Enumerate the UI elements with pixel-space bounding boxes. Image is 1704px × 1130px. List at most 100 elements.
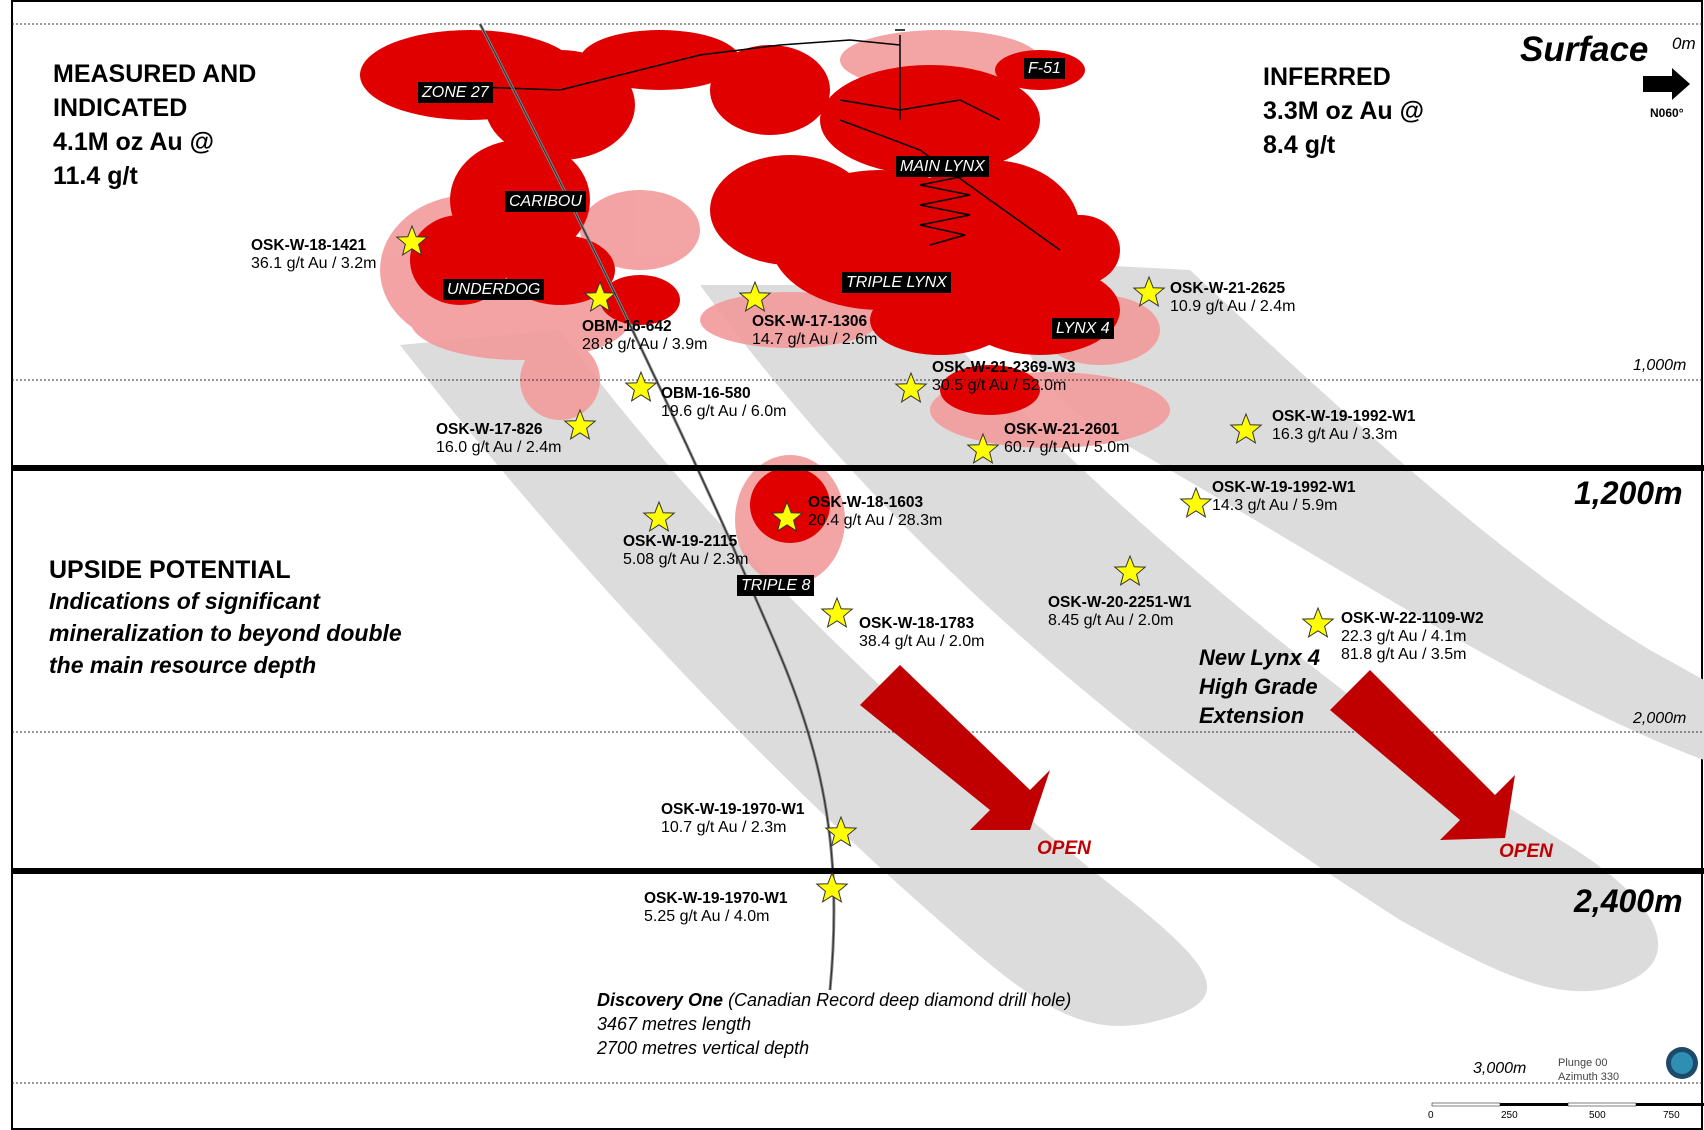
- hole-grade: 14.3 g/t Au / 5.9m: [1212, 497, 1338, 514]
- inferred-line: 8.4 g/t: [1263, 131, 1336, 159]
- discovery-depth: 2700 metres vertical depth: [597, 1038, 810, 1058]
- star-osk-w-19-1970-w1-a: [824, 815, 858, 848]
- zone-label: TRIPLE 8: [737, 575, 815, 596]
- star-osk-w-17-1306: [738, 280, 772, 313]
- hole-id: OSK-W-17-826: [436, 421, 543, 438]
- zone-label: LYNX 4: [1052, 318, 1114, 339]
- hole-id: OSK-W-20-2251-W1: [1048, 594, 1192, 611]
- star-osk-w-19-1992-w1-a: [1229, 412, 1263, 445]
- azimuth-label: Azimuth 330: [1558, 1071, 1620, 1083]
- open-label-west: OPEN: [1037, 838, 1091, 859]
- intercept-label: OSK-W-22-1109-W2 22.3 g/t Au / 4.1m 81.8…: [1341, 610, 1484, 664]
- hole-grade: 36.1 g/t Au / 3.2m: [251, 255, 377, 272]
- star-osk-w-18-1603: [770, 500, 804, 533]
- star-osk-w-21-2601: [966, 432, 1000, 465]
- scale-tick: 500: [1589, 1110, 1606, 1121]
- star-osk-w-21-2369-w3: [894, 371, 928, 404]
- hole-grade: 28.8 g/t Au / 3.9m: [582, 336, 708, 353]
- hole-grade: 14.7 g/t Au / 2.6m: [752, 331, 878, 348]
- hole-grade: 16.0 g/t Au / 2.4m: [436, 439, 562, 456]
- plunge-envelope-east: [700, 285, 1659, 992]
- zone-label: TRIPLE LYNX: [842, 272, 951, 293]
- mi-line: MEASURED AND: [53, 60, 257, 88]
- intercept-label: OSK-W-19-1970-W1 5.25 g/t Au / 4.0m: [644, 890, 788, 926]
- star-osk-w-19-1970-w1-b: [815, 871, 849, 904]
- hole-id: OSK-W-18-1783: [859, 615, 975, 632]
- intercept-label: OSK-W-18-1783 38.4 g/t Au / 2.0m: [859, 615, 984, 651]
- north-arrow-icon: [1643, 68, 1690, 100]
- hole-grade: 16.3 g/t Au / 3.3m: [1272, 426, 1398, 443]
- hole-grade: 30.5 g/t Au / 52.0m: [932, 377, 1067, 394]
- scale-tick: 0: [1428, 1110, 1434, 1121]
- upside-line: mineralization to beyond double: [49, 620, 402, 646]
- intercept-label: OSK-W-18-1421 36.1 g/t Au / 3.2m: [251, 237, 376, 273]
- hole-grade: 8.45 g/t Au / 2.0m: [1048, 612, 1174, 629]
- open-arrow-east: [1330, 670, 1515, 840]
- depth-label-2400: 2,400m: [1574, 883, 1683, 919]
- star-osk-w-18-1421: [395, 224, 429, 257]
- direction-label: N060°: [1650, 106, 1684, 120]
- zone-label: MAIN LYNX: [896, 156, 989, 177]
- mi-line: 11.4 g/t: [53, 162, 138, 190]
- hole-id: OSK-W-19-1992-W1: [1212, 479, 1356, 496]
- hole-id: OSK-W-21-2369-W3: [932, 359, 1076, 376]
- hole-grade: 10.7 g/t Au / 2.3m: [661, 819, 787, 836]
- hole-grade: 19.6 g/t Au / 6.0m: [661, 403, 787, 420]
- scale-tick: 750: [1663, 1110, 1680, 1121]
- hole-id: OSK-W-21-2625: [1170, 280, 1286, 297]
- extension-block: New Lynx 4 High Grade Extension: [1199, 643, 1320, 730]
- hole-id: OSK-W-17-1306: [752, 313, 868, 330]
- intercept-label: OSK-W-21-2369-W3 30.5 g/t Au / 52.0m: [932, 359, 1076, 395]
- hole-grade: 38.4 g/t Au / 2.0m: [859, 633, 985, 650]
- mine-workings: [419, 29, 1061, 251]
- hole-id: OSK-W-18-1603: [808, 494, 924, 511]
- hole-id: OSK-W-22-1109-W2: [1341, 610, 1484, 627]
- zone-label: CARIBOU: [505, 191, 586, 212]
- open-arrow-west: [860, 665, 1050, 830]
- star-osk-w-21-2625: [1132, 275, 1166, 308]
- star-osk-w-20-2251-w1: [1113, 554, 1147, 587]
- extension-line: New Lynx 4: [1199, 645, 1321, 670]
- discovery-note: (Canadian Record deep diamond drill hole…: [723, 990, 1072, 1010]
- zone-label: F-51: [1024, 58, 1065, 79]
- inferred-block: INFERRED 3.3M oz Au @ 8.4 g/t: [1263, 60, 1424, 162]
- hole-grade: 10.9 g/t Au / 2.4m: [1170, 298, 1296, 315]
- hole-grade: 5.08 g/t Au / 2.3m: [623, 551, 749, 568]
- star-osk-w-22-1109-w2: [1301, 606, 1335, 639]
- discovery-title-line: Discovery One (Canadian Record deep diam…: [597, 988, 1071, 1012]
- discovery-length: 3467 metres length: [597, 1014, 752, 1034]
- hole-id: OSK-W-19-1992-W1: [1272, 408, 1416, 425]
- plunge-envelope-north: [1000, 260, 1704, 760]
- hole-grade: 5.25 g/t Au / 4.0m: [644, 908, 770, 925]
- hole-id: OSK-W-19-1970-W1: [644, 890, 788, 907]
- depth-label-1200: 1,200m: [1574, 475, 1683, 511]
- frame: [11, 0, 1703, 1130]
- extension-line: Extension: [1199, 703, 1305, 728]
- mi-line: INDICATED: [53, 94, 188, 122]
- intercept-label: OSK-W-21-2601 60.7 g/t Au / 5.0m: [1004, 421, 1129, 457]
- depth-label-1000: 1,000m: [1633, 357, 1687, 374]
- intercept-label: OSK-W-21-2625 10.9 g/t Au / 2.4m: [1170, 280, 1295, 316]
- star-osk-w-19-2115: [642, 500, 676, 533]
- scale-bar: [1431, 1102, 1704, 1107]
- discovery-name: Discovery One: [597, 990, 724, 1010]
- hole-id: OSK-W-18-1421: [251, 237, 367, 254]
- intercept-label: OSK-W-19-2115 5.08 g/t Au / 2.3m: [623, 533, 748, 569]
- depth-label-2000: 2,000m: [1633, 710, 1687, 727]
- intercept-label: OBM-16-580 19.6 g/t Au / 6.0m: [661, 385, 786, 421]
- surface-depth: 0m: [1672, 34, 1696, 53]
- zone-label: UNDERDOG: [443, 279, 545, 300]
- extension-line: High Grade: [1199, 674, 1318, 699]
- hole-id: OBM-16-580: [661, 385, 751, 402]
- plunge-envelopes: [400, 260, 1704, 1026]
- upside-line: Indications of significant: [49, 588, 320, 614]
- star-osk-w-19-1992-w1-b: [1179, 486, 1213, 519]
- intercept-label: OBM-16-642 28.8 g/t Au / 3.9m: [582, 318, 707, 354]
- intercept-stars: [395, 224, 1335, 904]
- measured-indicated-block: MEASURED AND INDICATED 4.1M oz Au @ 11.4…: [53, 57, 256, 193]
- star-obm-16-580: [624, 370, 658, 403]
- upside-heading: UPSIDE POTENTIAL: [49, 556, 291, 584]
- discovery-block: Discovery One (Canadian Record deep diam…: [597, 988, 1071, 1060]
